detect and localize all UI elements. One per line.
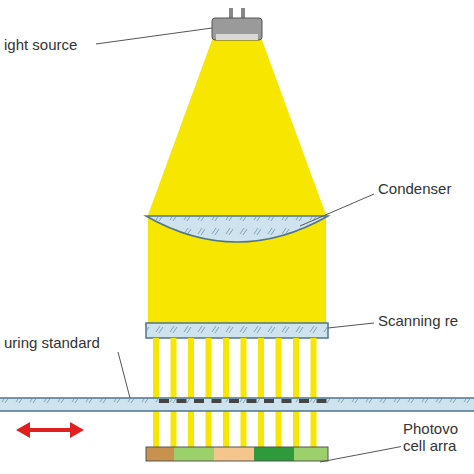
part-label: Photovo cell arra [401,420,471,454]
scale-mark [299,399,309,403]
part-label: Condenser [376,180,453,197]
scale-mark [264,399,274,403]
part-label: uring standard [2,334,102,351]
light-bar [171,338,177,447]
scale-mark [247,399,257,403]
motion-arrow [16,422,84,438]
light-bar [153,338,159,447]
leader-line [96,28,404,462]
light-bar [258,338,264,447]
scale-mark [177,399,187,403]
light-bar [188,338,194,447]
scale-mark [229,399,239,403]
scanning-reticle [146,323,328,338]
light-bars [153,338,317,447]
light-source [212,18,262,40]
light-bar [206,338,212,447]
part-label: Scanning re [376,312,460,329]
light-bar [293,338,299,447]
light-bar [276,338,282,447]
light-bar [223,338,229,447]
part-label: ight source [2,36,79,53]
scale-mark [317,399,327,403]
scale-mark [194,399,204,403]
scale-marks [159,399,327,403]
measuring-standard [0,398,474,411]
light-bar [311,338,317,447]
scale-mark [159,399,169,403]
light-bar [241,338,247,447]
light-beam [148,40,326,215]
condenser-lens [146,216,328,242]
scale-mark [282,399,292,403]
scale-mark [212,399,222,403]
photovoltaic-cell-array [146,447,328,461]
